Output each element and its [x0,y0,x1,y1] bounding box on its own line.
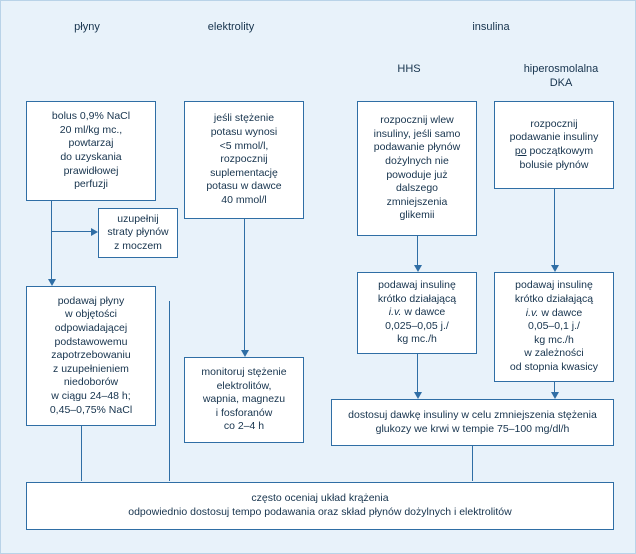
connector-dostosuj-to-bottom [472,446,473,481]
connector-wlew-to-podawaj-hhs [417,236,418,265]
connector-bolus-to-podawaj [51,201,52,279]
column-title-elektrolity: elektrolity [207,21,255,33]
box-uzupelnij-straty: uzupełnij straty płynów z moczem [98,208,178,258]
box-dostosuj-dawke: dostosuj dawkę insuliny w celu zmniejsze… [331,399,614,446]
subtitle-hhs: HHS [397,63,421,75]
box-podawaj-insuline-hhs-text: podawaj insulinę krótko działającą i.v. … [377,278,457,346]
box-bolus-nacl: bolus 0,9% NaCl 20 ml/kg mc., powtarzaj … [26,101,156,201]
arrow-rozpocznij-dka-to-podawaj-dka [550,265,559,272]
box-rozpocznij-podawanie-insuliny-text: rozpocznij podawanie insuliny po początk… [509,117,599,171]
connector-potas-to-monitoruj [244,219,245,350]
arrow-potas-to-monitoruj [240,350,249,357]
connector-podawaj-dka-to-dostosuj [554,382,555,392]
box-podawaj-plyny: podawaj płyny w objętości odpowiadającej… [26,286,156,426]
box-podawaj-insuline-hhs: podawaj insulinę krótko działającą i.v. … [357,272,477,354]
box-monitoruj-elektrolity: monitoruj stężenie elektrolitów, wapnia,… [184,357,304,443]
arrow-wlew-to-podawaj-hhs [413,265,422,272]
arrow-podawaj-hhs-to-dostosuj [413,392,422,399]
column-title-insulina: insulina [472,21,510,33]
connector-bolus-branch-vertical [51,201,52,231]
iv-abbrev: i.v. [525,306,539,319]
box-rozpocznij-podawanie-insuliny: rozpocznij podawanie insuliny po początk… [494,101,614,189]
connector-rozpocznij-dka-to-podawaj-dka [554,189,555,265]
box-oceniaj-uklad-krazenia: często oceniaj układ krążenia odpowiedni… [26,482,614,530]
box-rozpocznij-wlew-insuliny: rozpocznij wlew insuliny, jeśli samo pod… [357,101,477,236]
iv-abbrev: i.v. [388,306,402,319]
connector-monitoruj-to-bottom [169,301,170,481]
arrow-bolus-to-podawaj [47,279,56,286]
box-podawaj-insuline-dka-text: podawaj insulinę krótko działającą i.v. … [509,279,599,374]
box-podawaj-insuline-dka: podawaj insulinę krótko działającą i.v. … [494,272,614,382]
connector-podawaj-hhs-to-dostosuj [417,354,418,392]
column-title-plyny: płyny [74,21,100,33]
connector-podawaj-to-bottom [81,426,82,481]
arrow-podawaj-dka-to-dostosuj [550,392,559,399]
subtitle-hiperosmolalna-dka: hiperosmolalna DKA [523,63,599,89]
arrow-to-uzupelnij-straty [91,227,98,236]
connector-bolus-branch-horizontal [51,231,91,232]
underline-po: po [514,145,527,157]
box-stezenie-potasu: jeśli stężenie potasu wynosi <5 mmol/l, … [184,101,304,219]
